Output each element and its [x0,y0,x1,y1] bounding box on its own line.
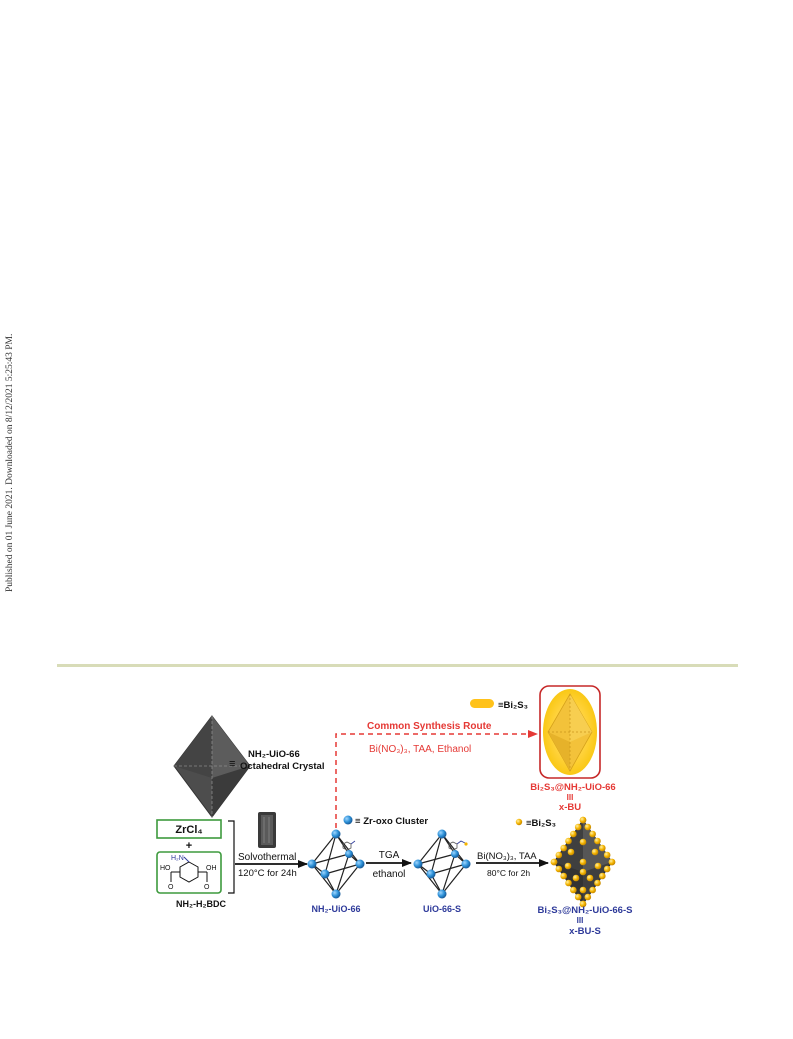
oxygen-left: O [168,884,174,891]
bi2s3-particle [555,865,563,873]
bi2s3-glow-label: ≡Bi₂S₃ [498,700,528,711]
bi2s3-particle [603,865,611,873]
bi2s3-particle [599,844,606,852]
step3-conditions: 80°C for 2h [487,868,530,878]
bi2s3-particle [560,872,567,880]
common-route-title: Common Synthesis Route [367,721,492,732]
hydroxyl-right: OH [206,865,217,872]
crystal-label-2: Octahedral Crystal [240,761,324,772]
step2-reagent: TGA [379,850,400,861]
bi2s3-particle [608,858,616,866]
crystal-label-1: NH₂-UiO-66 [248,749,300,760]
bi2s3-particle [603,851,611,859]
oxygen-right: O [204,884,210,891]
bi2s3-particle [567,848,575,856]
bi2s3-particle [589,886,596,894]
reagent-bracket [228,820,235,894]
bi2s3-particle [565,879,572,887]
bi2s3-particle [594,837,601,845]
bi2s3-particle [560,844,567,852]
bi2s3-particle [579,900,587,908]
octahedral-crystal-icon [173,715,251,818]
bi2s3-particle [589,830,596,838]
product-x-bu-s-formula: Bi₂S₃@NH₂-UiO-66-S [538,905,633,916]
bi2s3-particle [584,823,592,831]
bi2s3-particle [579,886,587,894]
terephthalic-acid-structure [170,856,208,883]
nh2-uio66-framework [307,829,365,899]
product-x-bu-s-name: x-BU-S [569,926,601,937]
bi2s3-particle [579,868,587,876]
bi2s3-particle [564,862,572,870]
product-x-bu-name: x-BU [559,802,581,813]
product-x-bu-equiv: III [567,793,574,802]
bi2s3-dot-label: ≡Bi₂S₃ [526,818,556,829]
section-divider [57,664,738,667]
amine-label: H₂N [171,855,184,862]
uio66s-framework [413,829,471,899]
linker-box [156,851,222,894]
product-uio66s: UiO-66-S [423,904,461,914]
bi2s3-particle [574,893,582,901]
step1-temperature: 120°C for 24h [238,868,297,879]
bi2s3-particle [579,816,587,824]
x-bu-crystal [543,689,597,775]
zrcl4-box [156,819,222,839]
product-x-bu-s-equiv: III [577,916,584,925]
bi2s3-particle [574,823,582,831]
common-route-reagents: Bi(NO₃)₃, TAA, Ethanol [369,744,471,755]
step3-reagents: Bi(NO₃)₃, TAA [477,851,537,862]
bi2s3-particle [570,886,577,894]
autoclave-icon [258,812,276,848]
bi2s3-glow-icon [470,699,494,708]
bi2s3-particle [550,858,558,866]
linker-label: NH₂-H₂BDC [176,899,226,909]
bi2s3-particle [584,893,592,901]
bi2s3-dot-icon [515,818,523,826]
bi2s3-particle [555,851,563,859]
zr-cluster-label: ≡ Zr-oxo Cluster [355,816,428,827]
bi2s3-particle [579,838,587,846]
equiv-sign: ≡ [229,758,235,770]
bi2s3-particle [591,848,599,856]
step1-condition: Solvothermal [238,852,296,863]
product-nh2-uio66: NH₂-UiO-66 [311,904,360,914]
step2-solvent: ethanol [373,869,406,880]
zr-cluster-icon [343,815,353,825]
x-bu-s-crystal [550,816,616,908]
bi2s3-particle [594,862,602,870]
bi2s3-particle [594,879,601,887]
plus-sign: + [186,840,192,852]
bi2s3-particle [599,872,606,880]
hydroxyl-left: HO [160,865,171,872]
common-route-arrow [335,730,538,828]
bi2s3-particle [579,858,587,866]
bi2s3-particle [572,874,580,882]
bi2s3-particle [586,874,594,882]
bi2s3-particle [565,837,572,845]
product-x-bu-formula: Bi₂S₃@NH₂-UiO-66 [530,782,615,793]
zrcl4-label: ZrCl₄ [175,824,202,836]
bi2s3-particle [570,830,577,838]
